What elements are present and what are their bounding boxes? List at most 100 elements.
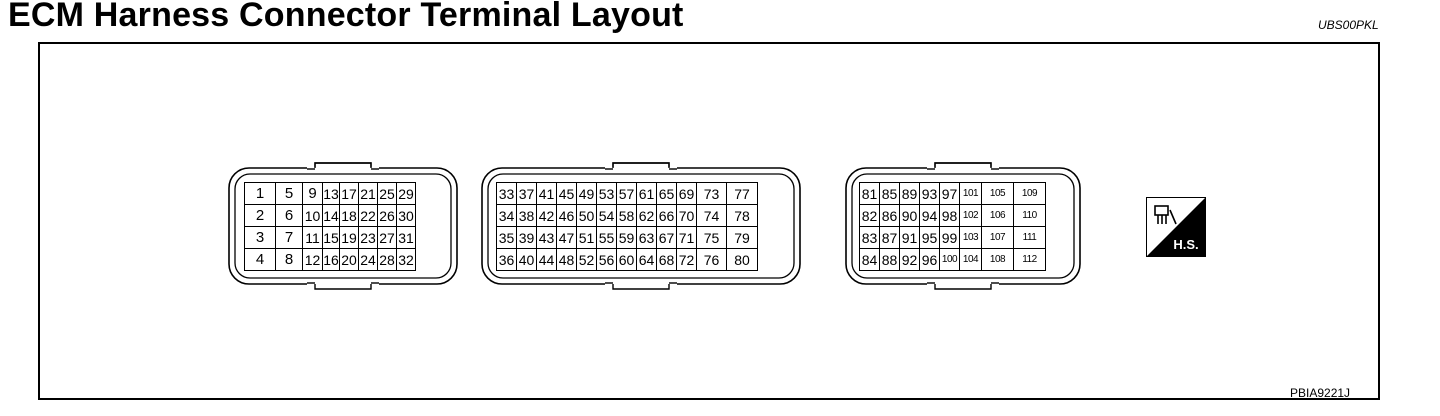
terminal-110: 110 <box>1013 204 1046 227</box>
latch-bottom <box>934 284 992 290</box>
terminal-48: 48 <box>556 248 577 271</box>
terminal-55: 55 <box>596 226 617 249</box>
terminal-88: 88 <box>879 248 900 271</box>
terminal-105: 105 <box>981 182 1014 205</box>
terminal-40: 40 <box>516 248 537 271</box>
housing-inner <box>234 173 452 279</box>
hs-label: H.S. <box>1173 237 1198 252</box>
housing-inner <box>851 173 1075 279</box>
terminal-94: 94 <box>919 204 940 227</box>
terminal-56: 56 <box>596 248 617 271</box>
terminal-63: 63 <box>636 226 657 249</box>
terminal-57: 57 <box>616 182 637 205</box>
harness-side-icon: H.S. <box>1146 197 1206 257</box>
terminal-67: 67 <box>656 226 677 249</box>
terminal-11: 11 <box>302 226 323 249</box>
terminal-43: 43 <box>536 226 557 249</box>
terminal-90: 90 <box>899 204 920 227</box>
terminal-9: 9 <box>302 182 323 205</box>
terminal-26: 26 <box>377 204 397 227</box>
terminal-32: 32 <box>396 248 416 271</box>
terminal-66: 66 <box>656 204 677 227</box>
terminal-2: 2 <box>244 204 276 227</box>
terminal-111: 111 <box>1013 226 1046 249</box>
terminal-84: 84 <box>859 248 880 271</box>
terminal-87: 87 <box>879 226 900 249</box>
terminal-104: 104 <box>959 248 982 271</box>
terminal-64: 64 <box>636 248 657 271</box>
terminal-29: 29 <box>396 182 416 205</box>
terminal-86: 86 <box>879 204 900 227</box>
terminal-10: 10 <box>302 204 323 227</box>
terminal-78: 78 <box>726 204 758 227</box>
terminal-47: 47 <box>556 226 577 249</box>
terminal-49: 49 <box>576 182 597 205</box>
terminal-70: 70 <box>676 204 697 227</box>
terminal-13: 13 <box>322 182 340 205</box>
terminal-106: 106 <box>981 204 1014 227</box>
latch-bottom <box>314 284 372 290</box>
latch-bottom <box>612 284 670 290</box>
terminal-5: 5 <box>275 182 303 205</box>
terminal-42: 42 <box>536 204 557 227</box>
terminal-36: 36 <box>496 248 517 271</box>
terminal-79: 79 <box>726 226 758 249</box>
terminal-95: 95 <box>919 226 940 249</box>
terminal-73: 73 <box>696 182 727 205</box>
terminal-33: 33 <box>496 182 517 205</box>
terminal-62: 62 <box>636 204 657 227</box>
terminal-4: 4 <box>244 248 276 271</box>
terminal-107: 107 <box>981 226 1014 249</box>
terminal-18: 18 <box>339 204 359 227</box>
diagram-frame <box>38 42 1380 400</box>
terminal-85: 85 <box>879 182 900 205</box>
terminal-80: 80 <box>726 248 758 271</box>
terminal-97: 97 <box>939 182 960 205</box>
terminal-24: 24 <box>358 248 378 271</box>
terminal-38: 38 <box>516 204 537 227</box>
terminal-34: 34 <box>496 204 517 227</box>
terminal-22: 22 <box>358 204 378 227</box>
terminal-99: 99 <box>939 226 960 249</box>
terminal-15: 15 <box>322 226 340 249</box>
terminal-100: 100 <box>939 248 960 271</box>
terminal-46: 46 <box>556 204 577 227</box>
terminal-52: 52 <box>576 248 597 271</box>
terminal-8: 8 <box>275 248 303 271</box>
terminal-16: 16 <box>322 248 340 271</box>
terminal-17: 17 <box>339 182 359 205</box>
figure-code-bottom: PBIA9221J <box>1290 386 1351 400</box>
terminal-41: 41 <box>536 182 557 205</box>
terminal-89: 89 <box>899 182 920 205</box>
terminal-50: 50 <box>576 204 597 227</box>
terminal-28: 28 <box>377 248 397 271</box>
terminal-37: 37 <box>516 182 537 205</box>
terminal-1: 1 <box>244 182 276 205</box>
terminal-6: 6 <box>275 204 303 227</box>
terminal-53: 53 <box>596 182 617 205</box>
terminal-58: 58 <box>616 204 637 227</box>
terminal-54: 54 <box>596 204 617 227</box>
terminal-51: 51 <box>576 226 597 249</box>
terminal-76: 76 <box>696 248 727 271</box>
terminal-61: 61 <box>636 182 657 205</box>
housing-inner <box>487 173 795 279</box>
terminal-112: 112 <box>1013 248 1046 271</box>
terminal-75: 75 <box>696 226 727 249</box>
terminal-19: 19 <box>339 226 359 249</box>
terminal-31: 31 <box>396 226 416 249</box>
